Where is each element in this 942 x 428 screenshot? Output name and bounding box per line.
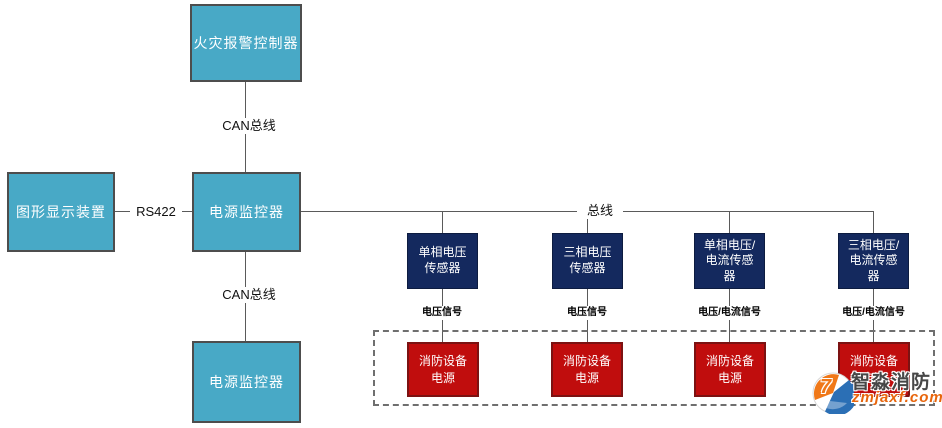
watermark-logo-glyph: 7 <box>820 376 832 398</box>
label-can-bus-bottom: CAN总线 <box>216 287 282 303</box>
power-supply-group-border <box>373 330 935 406</box>
edge-bus-to-sensor-2 <box>587 212 588 233</box>
edge-bus-to-sensor-4 <box>873 212 874 233</box>
label-bus: 总线 <box>577 203 623 219</box>
node-fire-equipment-power-3: 消防设备 电源 <box>694 342 766 397</box>
node-sensor-three-phase-voltage: 三相电压 传感器 <box>552 233 623 289</box>
node-fire-equipment-power-2: 消防设备 电源 <box>551 342 623 397</box>
node-graphic-display: 图形显示装置 <box>7 172 115 252</box>
edge-bus-to-sensor-1 <box>442 212 443 233</box>
label-can-bus-top: CAN总线 <box>216 118 282 134</box>
node-power-monitor-middle: 电源监控器 <box>192 172 301 252</box>
watermark: 7 智淼消防 zmjaxf.com <box>810 367 942 425</box>
watermark-logo-icon <box>812 372 854 414</box>
node-sensor-three-phase-voltage-current: 三相电压/ 电流传感 器 <box>838 233 909 289</box>
node-sensor-single-phase-voltage: 单相电压 传感器 <box>407 233 478 289</box>
label-signal-3: 电压/电流信号 <box>687 306 772 320</box>
label-signal-4: 电压/电流信号 <box>831 306 916 320</box>
label-signal-2: 电压信号 <box>559 306 615 320</box>
node-fire-equipment-power-1: 消防设备 电源 <box>407 342 479 397</box>
label-signal-1: 电压信号 <box>414 306 470 320</box>
node-sensor-single-phase-voltage-current: 单相电压/ 电流传感 器 <box>694 233 765 289</box>
watermark-site-url: zmjaxf.com <box>852 389 942 406</box>
label-rs422: RS422 <box>130 204 182 220</box>
node-fire-alarm-controller: 火灾报警控制器 <box>190 4 302 82</box>
watermark-brand-name: 智淼消防 <box>851 372 932 393</box>
edge-bus-to-sensor-3 <box>729 212 730 233</box>
node-power-monitor-bottom: 电源监控器 <box>192 341 301 423</box>
